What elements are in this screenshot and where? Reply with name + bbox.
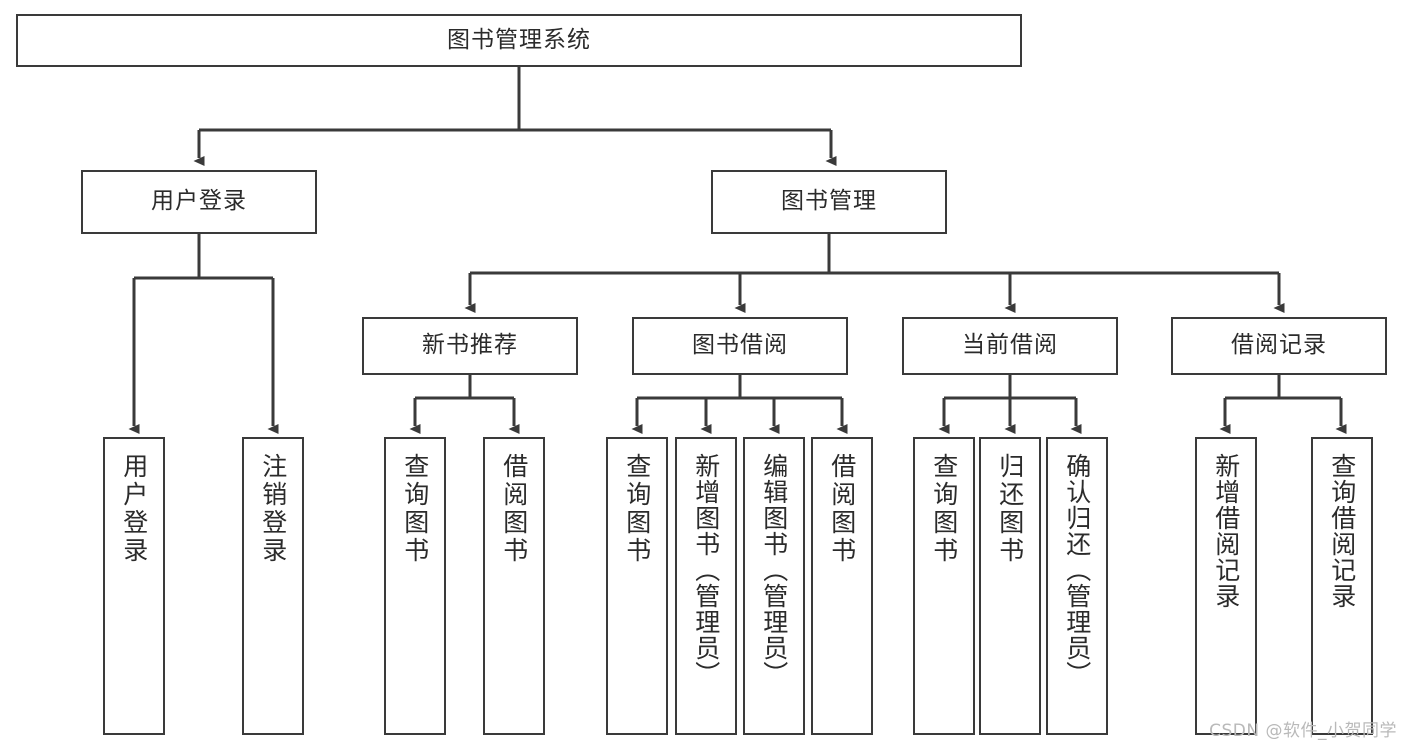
node-leaf-return-book-label: 归还图书 <box>995 453 1025 565</box>
node-leaf-add-record-label: 新增借阅记录 <box>1211 453 1241 609</box>
node-book-manage[interactable]: 图书管理 <box>711 170 947 234</box>
node-leaf-confirm-return-label: 确认归还（管理员） <box>1062 453 1092 687</box>
node-leaf-query-book-1[interactable]: 查询图书 <box>384 437 446 735</box>
node-leaf-add-record[interactable]: 新增借阅记录 <box>1195 437 1257 735</box>
node-leaf-borrow-book-1[interactable]: 借阅图书 <box>483 437 545 735</box>
node-leaf-return-book[interactable]: 归还图书 <box>979 437 1041 735</box>
node-leaf-borrow-book-2-label: 借阅图书 <box>827 453 857 565</box>
csdn-watermark: CSDN @软件_小贺同学 <box>1209 721 1397 741</box>
node-leaf-query-record-label: 查询借阅记录 <box>1327 453 1357 609</box>
node-leaf-add-book-label: 新增图书（管理员） <box>691 453 721 687</box>
node-leaf-query-book-2[interactable]: 查询图书 <box>606 437 668 735</box>
node-leaf-user-login[interactable]: 用户登录 <box>103 437 165 735</box>
node-leaf-add-book[interactable]: 新增图书（管理员） <box>675 437 737 735</box>
node-current-borrow-label: 当前借阅 <box>962 332 1058 359</box>
node-book-borrow-label: 图书借阅 <box>692 332 788 359</box>
node-new-book-recommend[interactable]: 新书推荐 <box>362 317 578 375</box>
node-borrow-record-label: 借阅记录 <box>1231 332 1327 359</box>
node-leaf-logout-login-label: 注销登录 <box>258 453 288 565</box>
node-leaf-logout-login[interactable]: 注销登录 <box>242 437 304 735</box>
node-leaf-borrow-book-2[interactable]: 借阅图书 <box>811 437 873 735</box>
node-user-login[interactable]: 用户登录 <box>81 170 317 234</box>
node-current-borrow[interactable]: 当前借阅 <box>902 317 1118 375</box>
node-leaf-confirm-return[interactable]: 确认归还（管理员） <box>1046 437 1108 735</box>
node-book-borrow[interactable]: 图书借阅 <box>632 317 848 375</box>
node-leaf-query-book-3[interactable]: 查询图书 <box>913 437 975 735</box>
node-new-book-recommend-label: 新书推荐 <box>422 332 518 359</box>
node-root-label: 图书管理系统 <box>447 26 591 53</box>
node-leaf-query-book-1-label: 查询图书 <box>400 453 430 565</box>
node-leaf-query-record[interactable]: 查询借阅记录 <box>1311 437 1373 735</box>
node-leaf-user-login-label: 用户登录 <box>119 453 149 565</box>
node-book-manage-label: 图书管理 <box>781 188 877 215</box>
node-leaf-query-book-2-label: 查询图书 <box>622 453 652 565</box>
node-borrow-record[interactable]: 借阅记录 <box>1171 317 1387 375</box>
node-leaf-query-book-3-label: 查询图书 <box>929 453 959 565</box>
node-leaf-borrow-book-1-label: 借阅图书 <box>499 453 529 565</box>
node-root[interactable]: 图书管理系统 <box>16 14 1022 67</box>
node-leaf-edit-book[interactable]: 编辑图书（管理员） <box>743 437 805 735</box>
node-leaf-edit-book-label: 编辑图书（管理员） <box>759 453 789 687</box>
node-user-login-label: 用户登录 <box>151 188 247 215</box>
